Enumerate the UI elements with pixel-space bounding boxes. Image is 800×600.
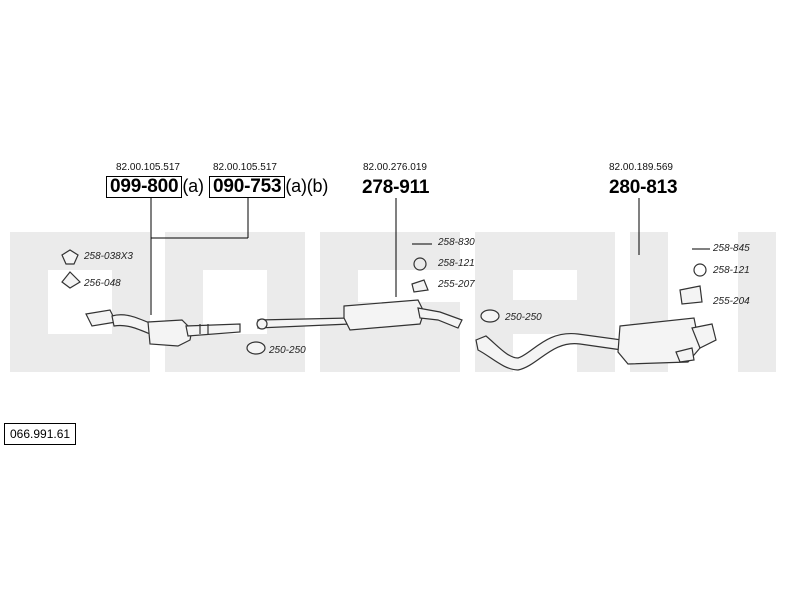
oem-number: 82.00.105.517 [213, 162, 277, 173]
fitting-label[interactable]: 250-250 [269, 345, 306, 356]
part-number: 099-800 [106, 176, 183, 198]
fitting-label[interactable]: 256-048 [84, 278, 121, 289]
part-number-280-813[interactable]: 280-813 [609, 177, 678, 198]
fitting-label[interactable]: 258-830 [438, 237, 475, 248]
fitting-label[interactable]: 258-038X3 [84, 251, 133, 262]
part-suffix: (a)(b) [285, 176, 329, 196]
part-number-278-911[interactable]: 278-911 [362, 177, 430, 198]
oem-number: 82.00.105.517 [116, 162, 180, 173]
oem-number: 82.00.189.569 [609, 162, 673, 173]
part-number-099-800[interactable]: 099-800(a) [106, 176, 204, 198]
oem-number: 82.00.276.019 [363, 162, 427, 173]
part-number: 090-753 [209, 176, 286, 198]
fitting-label[interactable]: 258-121 [438, 258, 475, 269]
rear-silencer [475, 317, 717, 371]
middle-silencer [256, 299, 463, 331]
fitting-label[interactable]: 258-121 [713, 265, 750, 276]
fitting-icons [61, 249, 707, 355]
fitting-label[interactable]: 255-207 [438, 279, 475, 290]
catalytic-converter [85, 309, 241, 347]
part-suffix: (a) [182, 176, 204, 196]
fitting-label[interactable]: 255-204 [713, 296, 750, 307]
part-number-090-753[interactable]: 090-753(a)(b) [209, 176, 328, 198]
catalog-code: 066.991.61 [4, 423, 77, 445]
fitting-label[interactable]: 258-845 [713, 243, 750, 254]
fitting-label[interactable]: 250-250 [505, 312, 542, 323]
